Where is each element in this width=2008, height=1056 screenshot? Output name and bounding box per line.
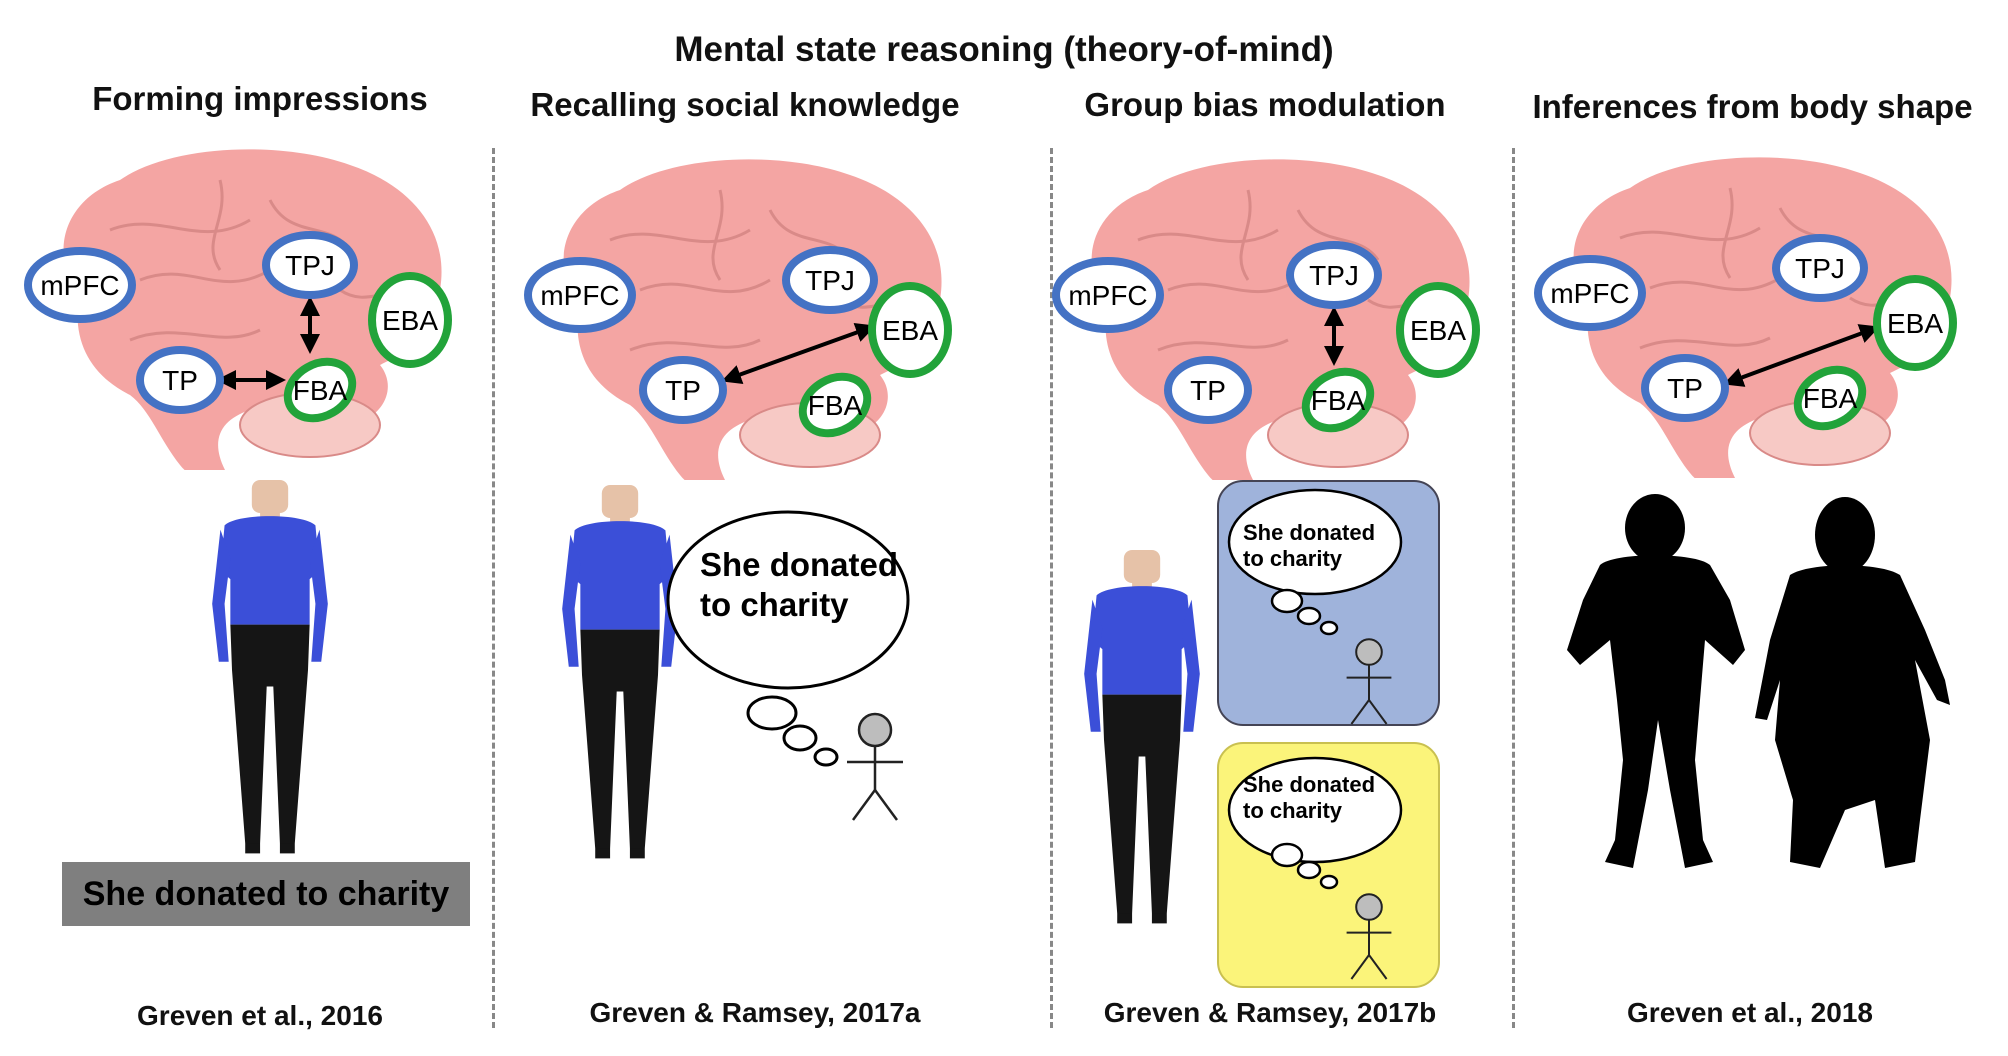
region-eba-label: EBA [382, 305, 438, 336]
thought-text: She donated to charity [1243, 520, 1376, 572]
obese-silhouette [1755, 497, 1950, 868]
brain-sulcus [1649, 276, 1781, 292]
thought-bubble [666, 510, 910, 822]
region-tp-label: TP [665, 375, 701, 406]
brain-sulcus [1157, 338, 1289, 352]
region-mpfc-marker [1052, 257, 1164, 333]
brain-sulcus [609, 228, 751, 244]
region-mpfc-label: mPFC [1550, 278, 1629, 309]
brain-sulcus [639, 278, 771, 294]
region-fba-label: FBA [293, 375, 348, 406]
brain-diagram-1: mPFC TPJ TP FBA EBA [24, 149, 452, 470]
region-tpj-marker [262, 231, 358, 299]
region-fba-marker [1301, 367, 1375, 433]
muscular-silhouette [1567, 494, 1745, 868]
thought-bubble [1227, 488, 1403, 726]
region-mpfc-label: mPFC [1068, 280, 1147, 311]
woman-figure [212, 480, 328, 854]
brain-sulcus [711, 189, 724, 281]
brain-sulcus [1239, 189, 1252, 281]
thought-text: She donated to charity [700, 546, 899, 623]
main-title: Mental state reasoning (theory-of-mind) [674, 30, 1334, 69]
region-tpj-label: TPJ [805, 265, 855, 296]
statement-label: She donated to charity [62, 862, 470, 926]
region-eba-marker [868, 282, 952, 378]
region-tp-marker [1164, 356, 1252, 424]
region-tp-label: TP [1190, 375, 1226, 406]
region-mpfc-marker [24, 247, 136, 323]
region-fba-label: FBA [1311, 385, 1366, 416]
region-mpfc-label: mPFC [540, 280, 619, 311]
brain-sulcus [211, 179, 224, 271]
region-tpj-marker [782, 246, 878, 314]
region-tpj-marker [1772, 234, 1868, 302]
brain-sulcus [109, 218, 251, 234]
region-fba-marker [283, 357, 357, 423]
region-mpfc-marker [524, 257, 636, 333]
brain-sulcus [1167, 278, 1299, 294]
region-eba-label: EBA [882, 315, 938, 346]
brain-diagram-3: mPFC TPJ TP FBA EBA [1052, 159, 1480, 480]
brain-sulcus [1137, 228, 1279, 244]
region-tpj-label: TPJ [1795, 253, 1845, 284]
region-eba-label: EBA [1887, 308, 1943, 339]
connection-arrow [721, 323, 876, 384]
thought-text: She donated to charity [1243, 772, 1376, 824]
region-tp-label: TP [1667, 373, 1703, 404]
region-eba-marker [368, 272, 452, 368]
region-fba-label: FBA [1803, 383, 1858, 414]
citation: Greven et al., 2016 [137, 1000, 383, 1031]
citation: Greven & Ramsey, 2017b [1103, 997, 1437, 1028]
woman-figure [1084, 550, 1200, 924]
region-tp-marker [136, 346, 224, 414]
region-fba-marker [798, 372, 872, 438]
connection-arrow [1723, 324, 1880, 387]
region-fba-label: FBA [808, 390, 863, 421]
panel-title-forming-impressions: Forming impressions [92, 80, 428, 117]
body-silhouettes [1567, 494, 1950, 868]
region-eba-marker [1396, 282, 1480, 378]
brain-sulcus [1721, 187, 1734, 279]
panel-title-group-bias-modulation: Group bias modulation [1084, 86, 1446, 123]
brain-sulcus [1619, 226, 1761, 242]
region-mpfc-label: mPFC [40, 270, 119, 301]
region-fba-marker [1793, 365, 1867, 431]
region-eba-marker [1873, 275, 1957, 371]
region-tpj-marker [1286, 241, 1382, 309]
region-tpj-label: TPJ [1309, 260, 1359, 291]
brain-sulcus [1296, 209, 1380, 261]
brain-diagram-4: mPFC TPJ TP FBA EBA [1534, 157, 1957, 478]
region-tp-marker [639, 356, 727, 424]
panel-title-inferences-body-shape: Inferences from body shape [1532, 88, 1973, 125]
thought-bubble [1227, 756, 1403, 981]
panel-divider [1050, 148, 1053, 1028]
brain-diagram-2: mPFC TPJ TP FBA EBA [524, 159, 952, 480]
region-mpfc-marker [1534, 255, 1646, 331]
panel-divider [1512, 148, 1515, 1028]
citation: Greven et al., 2018 [1627, 997, 1873, 1028]
region-tpj-label: TPJ [285, 250, 335, 281]
brain-sulcus [139, 268, 271, 284]
brain-sulcus [129, 328, 261, 342]
region-tp-label: TP [162, 365, 198, 396]
panel-divider [492, 148, 495, 1028]
citation: Greven & Ramsey, 2017a [589, 997, 921, 1028]
panel-title-recalling-social-knowledge: Recalling social knowledge [530, 86, 960, 123]
region-eba-label: EBA [1410, 315, 1466, 346]
region-tp-marker [1641, 354, 1729, 422]
